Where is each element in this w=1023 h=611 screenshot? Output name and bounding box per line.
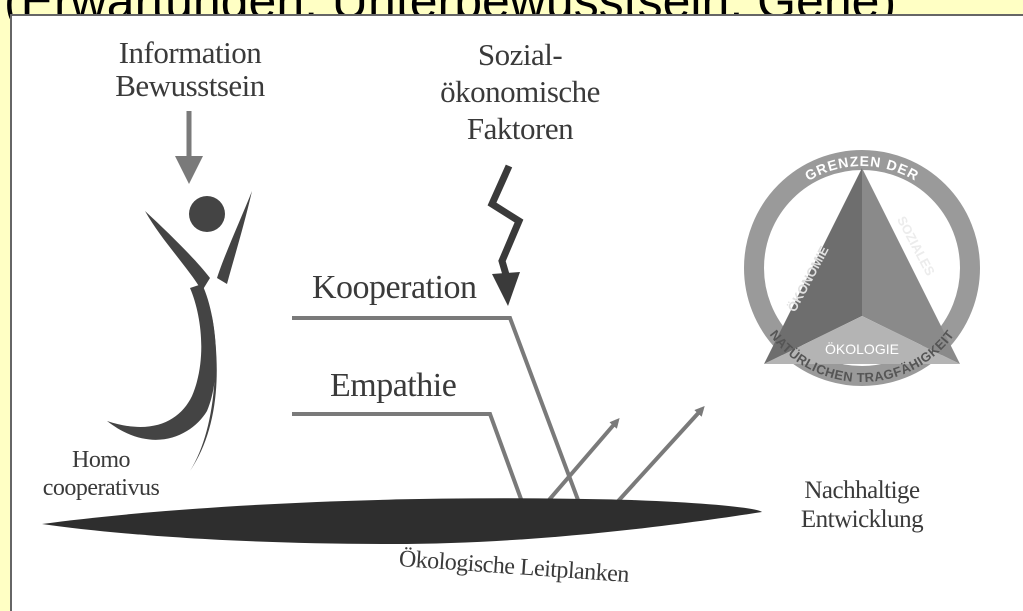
leitplanken-swoosh: [42, 498, 762, 544]
label-sozial: Sozial- ökonomische Faktoren: [430, 36, 610, 147]
figure-head: [189, 196, 225, 232]
seg-oekologie-text: ÖKOLOGIE: [825, 340, 899, 357]
diagram-frame: GRENZEN DER NATÜRLICHEN TRAGFÄHIGKEIT ÖK…: [10, 14, 1023, 611]
label-sozial-line1: Sozial-: [430, 36, 610, 73]
label-information-line2: Bewusstsein: [100, 69, 280, 102]
label-nachhaltig-line2: Entwicklung: [772, 505, 952, 534]
label-information-line1: Information: [100, 36, 280, 69]
zigzag-arrow: [492, 166, 520, 306]
label-kooperation: Kooperation: [312, 268, 476, 308]
figure-body: [107, 284, 216, 440]
kooperation-path: [292, 318, 587, 524]
label-nachhaltig-line1: Nachhaltige: [772, 476, 952, 505]
label-homo-line1: Homo: [26, 446, 176, 474]
label-nachhaltig: Nachhaltige Entwicklung: [772, 476, 952, 534]
label-information: Information Bewusstsein: [100, 36, 280, 102]
label-empathie: Empathie: [330, 366, 456, 406]
label-sozial-line3: Faktoren: [430, 110, 610, 147]
sustainability-diagram: GRENZEN DER NATÜRLICHEN TRAGFÄHIGKEIT ÖK…: [754, 153, 970, 385]
label-homo-line2: cooperativus: [26, 474, 176, 502]
info-arrow: [175, 111, 203, 184]
label-homo: Homo cooperativus: [26, 446, 176, 502]
person-figure: [107, 191, 252, 471]
label-sozial-line2: ökonomische: [430, 73, 610, 110]
empathie-path: [292, 414, 525, 510]
